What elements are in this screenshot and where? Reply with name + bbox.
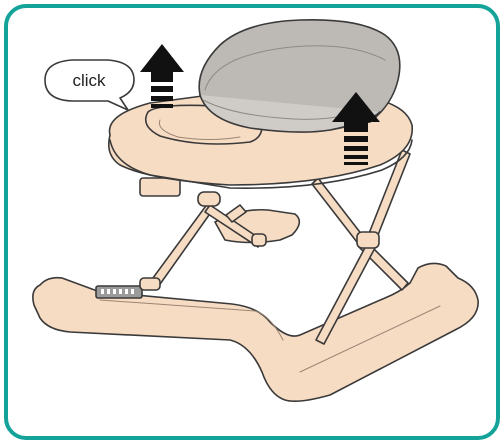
- height-adjust-rack: [96, 286, 142, 298]
- click-label: click: [72, 71, 106, 90]
- up-arrow-icon: [140, 44, 184, 108]
